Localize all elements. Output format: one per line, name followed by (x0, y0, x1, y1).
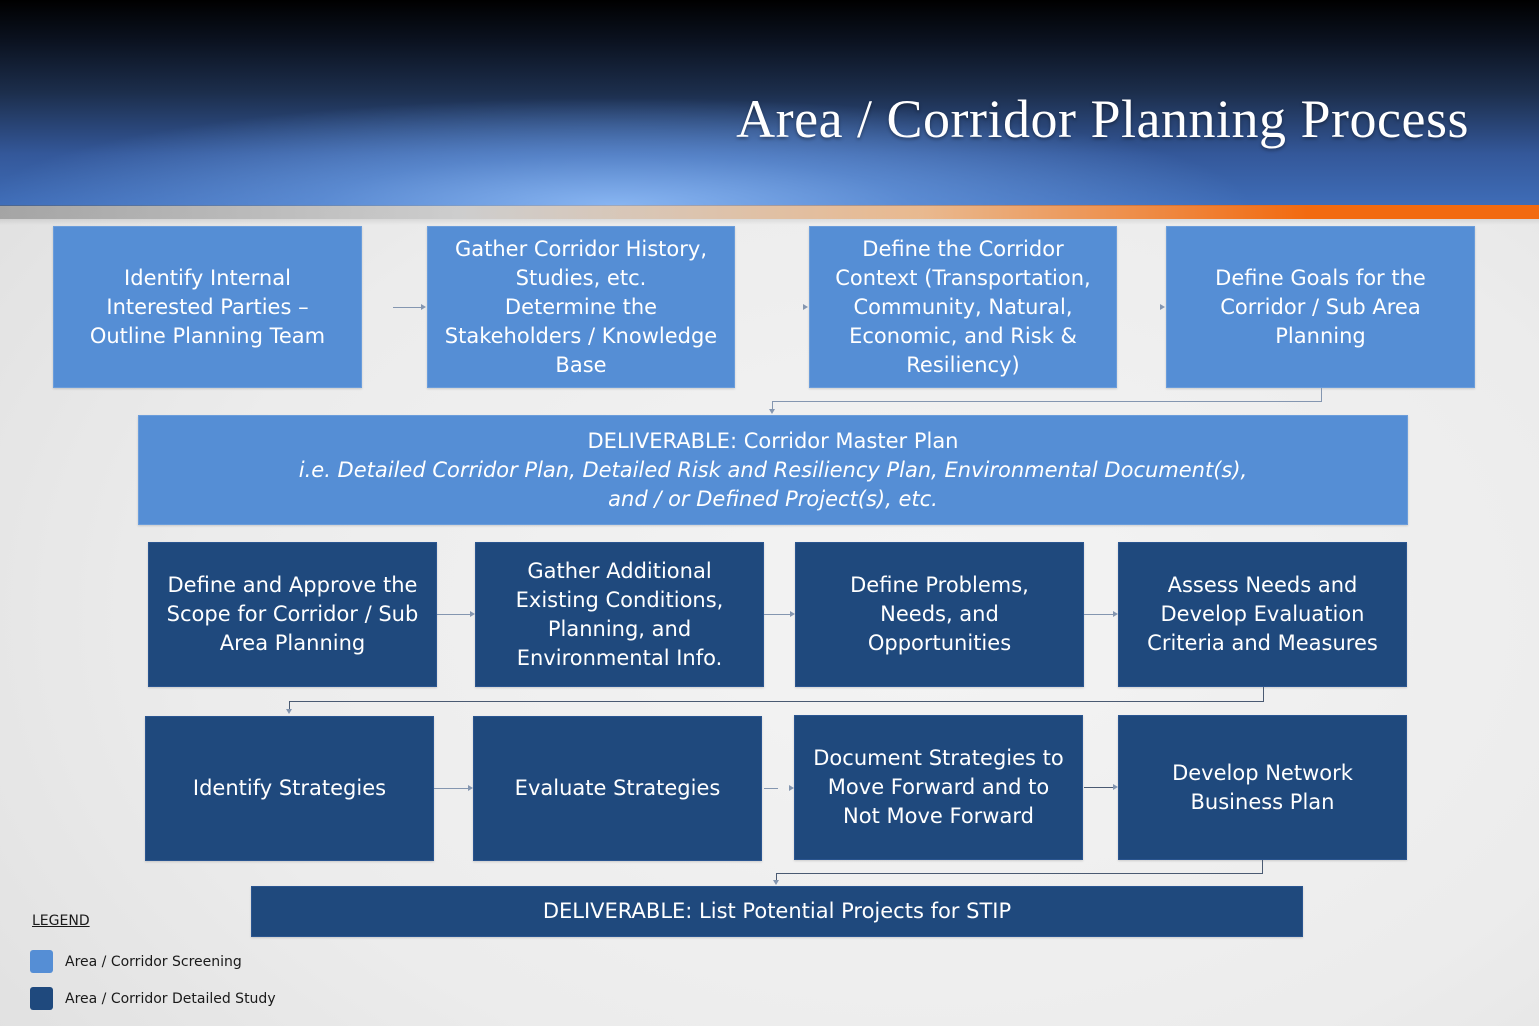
connector-line (764, 614, 790, 615)
step-define-problems: Define Problems, Needs, and Opportunitie… (795, 542, 1084, 687)
legend-swatch-dark (30, 987, 53, 1010)
connector-line (1084, 614, 1113, 615)
header-accent-band (0, 205, 1539, 225)
deliverable-corridor-master-plan: DELIVERABLE: Corridor Master Plan i.e. D… (138, 415, 1408, 525)
connector-line (437, 614, 470, 615)
connector-line (776, 873, 777, 880)
arrow-right-icon (421, 304, 426, 310)
step-define-goals: Define Goals for the Corridor / Sub Area… (1166, 226, 1475, 388)
arrow-down-icon (773, 880, 779, 885)
connector-line (289, 701, 290, 710)
arrow-down-icon (286, 709, 292, 714)
legend-swatch-light (30, 950, 53, 973)
step-assess-needs: Assess Needs and Develop Evaluation Crit… (1118, 542, 1407, 687)
connector-line (776, 873, 1263, 874)
deliverable-list-projects-stip: DELIVERABLE: List Potential Projects for… (251, 886, 1303, 937)
step-gather-conditions: Gather Additional Existing Conditions, P… (475, 542, 764, 687)
connector-line (434, 788, 468, 789)
legend-item-screening: Area / Corridor Screening (30, 950, 242, 973)
arrow-right-icon (1113, 784, 1118, 790)
arrow-right-icon (1160, 304, 1165, 310)
deliverable-detail: and / or Defined Project(s), etc. (608, 486, 938, 511)
step-develop-business-plan: Develop Network Business Plan (1118, 715, 1407, 860)
legend-label: Area / Corridor Detailed Study (65, 990, 276, 1007)
arrow-right-icon (470, 611, 475, 617)
connector-line (1321, 388, 1322, 401)
step-document-strategies: Document Strategies to Move Forward and … (794, 715, 1083, 860)
arrow-right-icon (789, 785, 794, 791)
connector-line (772, 401, 773, 409)
connector-line (1084, 787, 1113, 788)
step-identify-strategies: Identify Strategies (145, 716, 434, 861)
legend-title: LEGEND (32, 913, 90, 929)
connector-line (393, 307, 421, 308)
arrow-right-icon (1113, 611, 1118, 617)
arrow-right-icon (468, 785, 473, 791)
arrow-right-icon (790, 611, 795, 617)
legend-label: Area / Corridor Screening (65, 953, 242, 970)
connector-line (772, 401, 1322, 402)
step-define-scope: Define and Approve the Scope for Corrido… (148, 542, 437, 687)
step-evaluate-strategies: Evaluate Strategies (473, 716, 762, 861)
page-title: Area / Corridor Planning Process (736, 89, 1469, 149)
step-define-context: Define the Corridor Context (Transportat… (809, 226, 1117, 388)
connector-line (1262, 860, 1263, 873)
connector-line (289, 701, 1264, 702)
legend-item-detailed-study: Area / Corridor Detailed Study (30, 987, 276, 1010)
connector-line (764, 788, 778, 789)
step-gather-history: Gather Corridor History, Studies, etc. D… (427, 226, 735, 388)
connector-line (1263, 687, 1264, 701)
deliverable-heading: DELIVERABLE: Corridor Master Plan (587, 428, 959, 453)
arrow-right-icon (803, 304, 808, 310)
step-identify-parties: Identify Internal Interested Parties – O… (53, 226, 362, 388)
header-banner (0, 0, 1539, 206)
deliverable-detail: i.e. Detailed Corridor Plan, Detailed Ri… (298, 457, 1248, 482)
arrow-down-icon (769, 409, 775, 414)
